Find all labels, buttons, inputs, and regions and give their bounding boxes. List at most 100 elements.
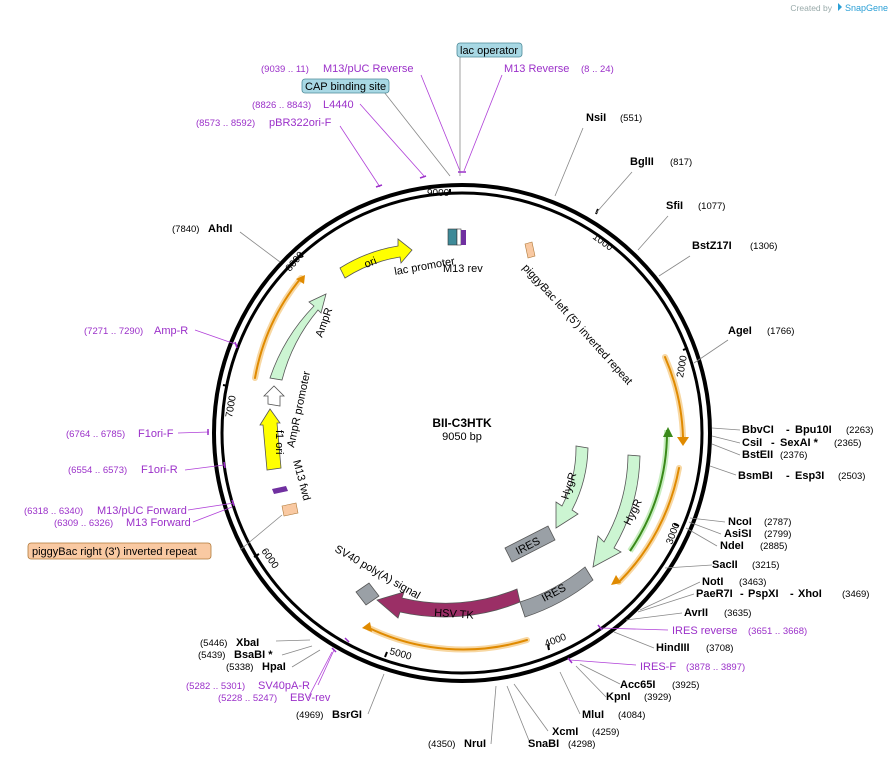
enzyme-xbai: XbaI <box>236 637 259 649</box>
primer-m13-puc-forward: M13/pUC Forward <box>97 505 187 517</box>
enzyme-kpni: KpnI <box>606 691 630 703</box>
feature-ires-inner-box <box>504 525 556 563</box>
enzyme-bsrgi-pos: (4969) <box>296 710 323 721</box>
enzyme-hindiii-pos: (3708) <box>706 643 733 654</box>
svg-text:-: - <box>786 424 790 436</box>
enzyme-bsteii: BstEII <box>742 449 773 461</box>
primer-ires-f: IRES-F <box>640 661 676 673</box>
boxed-label-lac-operator: lac operator <box>456 42 523 58</box>
enzyme-xhoi: XhoI <box>798 588 822 600</box>
enzyme-esp3i: Esp3I <box>795 470 824 482</box>
svg-text:-: - <box>786 470 790 482</box>
primer-ebv-rev-range: (5228 .. 5247) <box>218 693 277 704</box>
enzyme-mlui: MluI <box>582 709 604 721</box>
feature-piggybac-left-label: piggyBac left (5') inverted repeat <box>520 262 635 387</box>
feature-m13-fwd-box <box>272 486 288 494</box>
enzyme-sfii: SfiI <box>666 200 683 212</box>
feature-m13-fwd-label: M13 fwd <box>290 459 312 502</box>
enzyme-xbai-pos: (5446) <box>200 638 227 649</box>
enzyme-bsabi-pos: (5439) <box>198 650 225 661</box>
tick-label-2000: 2000 <box>675 354 690 378</box>
tick-label-7000: 7000 <box>224 394 239 418</box>
feature-ampr-promoter-label: AmpR promoter <box>285 370 313 449</box>
feature-m13-rev-label: M13 rev <box>443 263 483 275</box>
primer-m13-puc-forward-range: (6318 .. 6340) <box>24 506 83 517</box>
enzyme-avrii-pos: (3635) <box>724 608 751 619</box>
feature-leader-lines <box>239 56 461 551</box>
feature-ori-label: ori <box>363 255 379 271</box>
enzyme-agei-pos: (1766) <box>767 326 794 337</box>
boxed-label-piggybac-right: piggyBac right (3') inverted repeat <box>27 542 212 560</box>
enzyme-csii-pos: (2365) <box>834 438 861 449</box>
feature-ampr-arrow <box>269 293 327 381</box>
svg-text:piggyBac right (3') inverted r: piggyBac right (3') inverted repeat <box>32 546 197 558</box>
enzyme-ndei: NdeI <box>720 540 744 552</box>
primer-ires-reverse: IRES reverse <box>672 625 737 637</box>
primer-m13-forward-range: (6309 .. 6326) <box>54 518 113 529</box>
enzyme-bsabi: BsaBI * <box>234 649 273 661</box>
feature-lac-operator-box <box>456 228 462 246</box>
enzyme-bsmbi: BsmBI <box>738 470 773 482</box>
svg-text:-: - <box>771 437 775 449</box>
enzyme-pspxi: PspXI <box>748 588 779 600</box>
enzyme-snabi: SnaBI <box>528 738 559 750</box>
orf-arrowheads <box>296 275 689 632</box>
feature-hygr-outer-arrow <box>592 454 641 568</box>
credit-prefix: Created by <box>790 3 832 13</box>
enzyme-noti-pos: (3463) <box>739 577 766 588</box>
feature-hygr-inner-arrow <box>555 445 589 529</box>
enzyme-paer7i-pos: (3469) <box>842 589 869 600</box>
enzyme-mlui-pos: (4084) <box>618 710 645 721</box>
enzyme-bglii: BglII <box>630 156 654 168</box>
enzyme-snabi-pos: (4298) <box>568 739 595 750</box>
svg-text:lac operator: lac operator <box>460 45 518 57</box>
enzyme-kpni-pos: (3929) <box>644 692 671 703</box>
feature-piggybac-right-box <box>281 502 299 517</box>
feature-hsv-tk-arrow <box>376 588 521 619</box>
enzyme-asisi-pos: (2799) <box>764 529 791 540</box>
enzyme-nrui: NruI <box>464 738 486 750</box>
primer-f1ori-f: F1ori-F <box>138 428 174 440</box>
feature-f1-ori-arrow <box>259 408 282 471</box>
svg-text:CAP binding site: CAP binding site <box>305 81 386 93</box>
primer-m13-puc-reverse-range: (9039 .. 11) <box>261 64 309 75</box>
primer-labels: (9039 .. 11) M13/pUC Reverse M13 Reverse… <box>24 63 807 704</box>
enzyme-bstz17i-pos: (1306) <box>750 241 777 252</box>
enzyme-xcmi-pos: (4259) <box>592 727 619 738</box>
enzyme-bstz17i: BstZ17I <box>692 240 732 252</box>
enzyme-ndei-pos: (2885) <box>760 541 787 552</box>
enzyme-hpai-pos: (5338) <box>226 662 253 673</box>
feature-sv40-polya-label: SV40 poly(A) signal <box>333 543 423 602</box>
enzyme-bsrgi: BsrGI <box>332 709 362 721</box>
primer-leader-lines <box>177 74 669 699</box>
enzyme-avrii: AvrII <box>684 607 708 619</box>
primer-pbr322ori-f: pBR322ori-F <box>269 117 332 129</box>
primer-m13-reverse-range: (8 .. 24) <box>581 64 614 75</box>
primer-ires-reverse-range: (3651 .. 3668) <box>748 626 807 637</box>
backbone-outer-ring <box>212 183 712 683</box>
primer-m13-forward: M13 Forward <box>126 517 191 529</box>
svg-text:-: - <box>740 588 744 600</box>
feature-m13-rev-box <box>461 230 466 245</box>
primer-sv40pa-r: SV40pA-R <box>258 680 310 692</box>
backbone-inner-ring <box>220 191 704 675</box>
primer-m13-reverse: M13 Reverse <box>504 63 569 75</box>
tick-label-4000: 4000 <box>543 632 568 650</box>
feature-hsv-tk-label: HSV TK <box>434 607 475 622</box>
enzyme-bbvci-pos: (2263) <box>846 425 873 436</box>
enzyme-bpu10i: Bpu10I <box>795 424 832 436</box>
enzyme-bglii-pos: (817) <box>670 157 692 168</box>
enzyme-sfii-pos: (1077) <box>698 201 725 212</box>
enzyme-xcmi: XcmI <box>552 726 578 738</box>
enzyme-ncoi: NcoI <box>728 516 752 528</box>
svg-text:-: - <box>790 588 794 600</box>
plasmid-name: BII-C3HTK <box>432 416 492 430</box>
primer-l4440-range: (8826 .. 8843) <box>252 100 311 111</box>
tick-label-5000: 5000 <box>388 646 413 662</box>
enzyme-ncoi-pos: (2787) <box>764 517 791 528</box>
primer-amp-r: Amp-R <box>154 325 188 337</box>
credit-brand: SnapGene <box>845 3 888 13</box>
feature-piggybac-left-box <box>524 241 536 259</box>
